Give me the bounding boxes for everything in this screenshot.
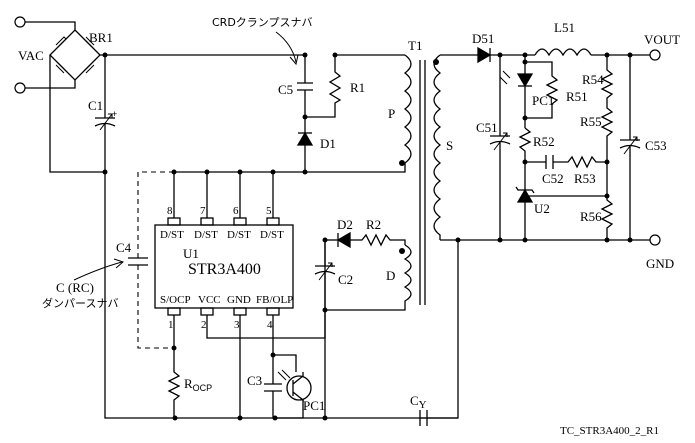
capacitor-c1: + C1 xyxy=(88,52,117,175)
gnd-label: GND xyxy=(646,256,674,271)
pin-5 xyxy=(266,217,280,226)
feedback-section: C3 PC1 xyxy=(247,315,325,419)
svg-text:S/OCP: S/OCP xyxy=(160,294,191,306)
rocp-label: ROCP xyxy=(184,376,212,393)
svg-text:VCC: VCC xyxy=(198,294,221,306)
pin-3 xyxy=(233,307,247,316)
u2-label: U2 xyxy=(534,201,550,216)
pc1-secondary-label: PC1 xyxy=(532,93,554,108)
svg-text:2: 2 xyxy=(201,319,207,331)
r2-label: R2 xyxy=(366,217,381,232)
damper-snubber-label: ダンパースナバ xyxy=(42,296,118,310)
svg-text:5: 5 xyxy=(266,205,272,217)
r55-label: R55 xyxy=(580,114,602,129)
damper-snubber-c4: C4 C (RC) ダンパースナバ xyxy=(42,171,174,349)
pc1-primary-label: PC1 xyxy=(303,398,325,413)
ic-u1-str3a400: 8 7 6 5 D/ST D/ST D/ST D/ST U1 STR3A400 … xyxy=(154,169,294,331)
pin-6 xyxy=(233,217,247,226)
d1-label: D1 xyxy=(320,136,336,151)
svg-text:FB/OLP: FB/OLP xyxy=(256,294,293,306)
p-winding-label: P xyxy=(388,106,395,121)
svg-text:+: + xyxy=(112,109,117,119)
crd-clamp-snubber: CRDクランプスナバ C5 R1 D1 xyxy=(212,16,365,175)
t1-label: T1 xyxy=(408,38,422,53)
c2-label: C2 xyxy=(338,272,353,287)
svg-text:1: 1 xyxy=(168,319,174,331)
svg-text:D/ST: D/ST xyxy=(160,229,184,241)
r51-label: R51 xyxy=(566,89,588,104)
vac-terminal-bottom xyxy=(14,82,26,94)
vcc-aux-supply: D2 R2 C2 xyxy=(206,217,406,418)
pin-1 xyxy=(167,307,181,316)
svg-text:8: 8 xyxy=(167,205,173,217)
d51-label: D51 xyxy=(472,31,494,46)
c51-label: C51 xyxy=(476,120,498,135)
r56-label: R56 xyxy=(580,209,602,224)
svg-text:GND: GND xyxy=(227,294,251,306)
gnd-terminal xyxy=(649,234,661,246)
svg-text:D/ST: D/ST xyxy=(227,229,251,241)
s-winding-label: S xyxy=(446,138,453,153)
c5-label: C5 xyxy=(278,82,293,97)
r1-label: R1 xyxy=(350,80,365,95)
d-winding-label: D xyxy=(386,268,395,283)
d2-label: D2 xyxy=(337,217,353,232)
crc-label: C (RC) xyxy=(56,280,94,295)
svg-text:7: 7 xyxy=(200,205,206,217)
ac-input-terminals: VAC xyxy=(14,16,76,94)
svg-text:3: 3 xyxy=(234,319,240,331)
c3-label: C3 xyxy=(247,373,262,388)
c4-label: C4 xyxy=(116,240,132,255)
pin-7 xyxy=(200,217,214,226)
vout-terminal xyxy=(649,49,661,61)
svg-text:6: 6 xyxy=(233,205,239,217)
cy-label: CY xyxy=(410,393,427,411)
svg-text:4: 4 xyxy=(267,319,273,331)
c53-label: C53 xyxy=(645,138,667,153)
pin-8 xyxy=(167,217,181,226)
l51-label: L51 xyxy=(554,20,575,35)
u1-label: U1 xyxy=(183,246,199,261)
capacitor-cy: CY xyxy=(410,240,459,426)
c1-label: C1 xyxy=(88,98,103,113)
drawing-id: TC_STR3A400_2_R1 xyxy=(560,425,659,437)
svg-text:D/ST: D/ST xyxy=(260,229,284,241)
r53-label: R53 xyxy=(574,171,596,186)
crd-snubber-label: CRDクランプスナバ xyxy=(212,16,312,29)
bridge-rectifier-br1: BR1 xyxy=(49,29,305,173)
vac-terminal-top xyxy=(14,16,26,28)
resistor-rocp: ROCP xyxy=(167,315,212,418)
vout-label: VOUT xyxy=(644,32,680,47)
transformer-t1: T1 P S D xyxy=(175,38,453,311)
chip-name: STR3A400 xyxy=(188,261,261,278)
secondary-output: D51 L51 VOUT C51 PC1 R51 R52 C52 R53 xyxy=(440,20,680,271)
pin-4 xyxy=(266,307,280,316)
c52-label: C52 xyxy=(542,171,564,186)
svg-text:D/ST: D/ST xyxy=(194,229,218,241)
r54-label: R54 xyxy=(582,72,604,87)
pin-2 xyxy=(200,307,214,316)
br1-label: BR1 xyxy=(89,30,113,45)
r52-label: R52 xyxy=(533,134,555,149)
vac-label: VAC xyxy=(18,48,44,63)
